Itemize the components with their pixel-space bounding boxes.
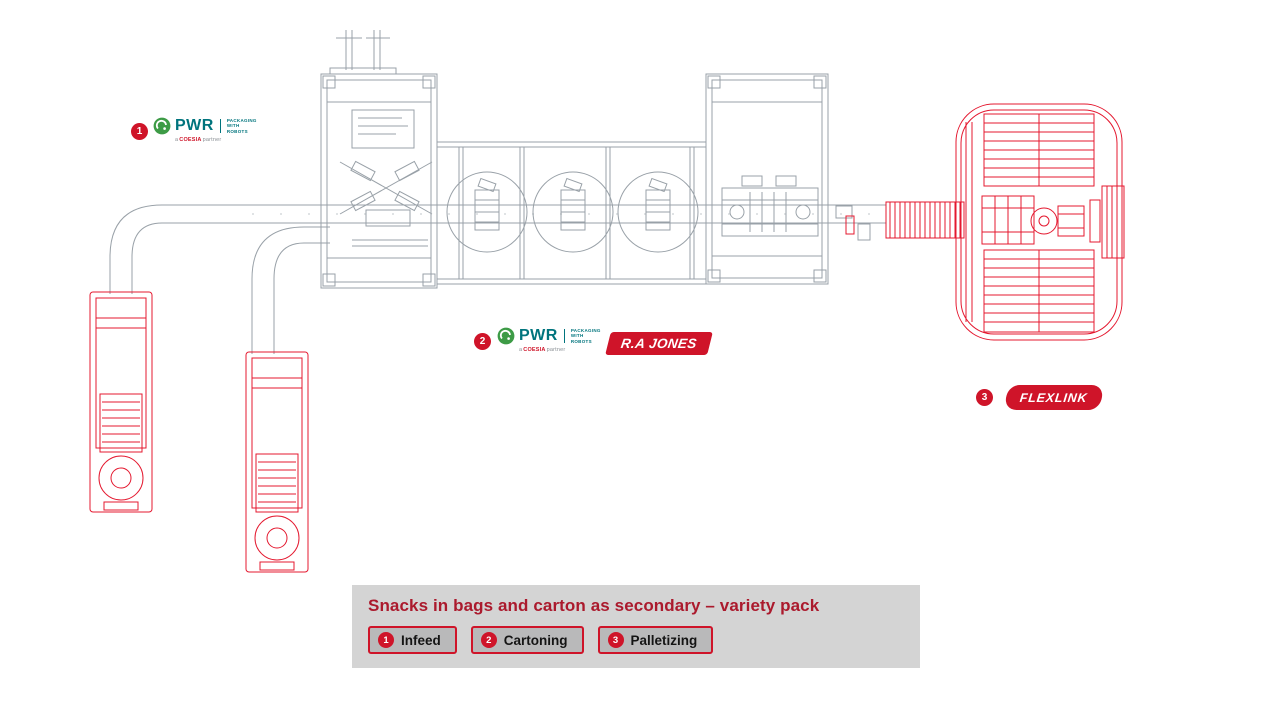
legend-item-infeed[interactable]: 1 Infeed — [368, 626, 457, 654]
step-number-badge: 2 — [480, 632, 497, 648]
coesia-partner-line: aCOESIApartner — [519, 347, 566, 353]
pwr-wordmark: PWR — [175, 117, 214, 134]
step-marker-3: 3 — [976, 389, 993, 406]
legend-item-cartoning[interactable]: 2 Cartoning — [470, 626, 584, 654]
pwr-logo: PWR PACKAGING WITH ROBOTS aCOESIApartner — [153, 117, 257, 143]
legend-title: Snacks in bags and carton as secondary –… — [368, 596, 820, 615]
ra-jones-logo: R.A JONES — [605, 332, 713, 355]
pwr-leaf-icon — [153, 117, 171, 135]
pwr-logo: PWR PACKAGING WITH ROBOTS aCOESIApartner — [497, 327, 601, 353]
pwr-divider — [563, 329, 565, 343]
legend-item-label: Cartoning — [503, 632, 568, 648]
cartoner-line-drawing — [109, 30, 886, 354]
step-marker-1: 1 — [131, 123, 148, 140]
legend-item-palletizing[interactable]: 3 Palletizing — [597, 626, 714, 654]
coesia-partner-line: aCOESIApartner — [175, 137, 222, 143]
legend-item-label: Infeed — [401, 632, 441, 648]
legend-items: 1 Infeed 2 Cartoning 3 Palletizing — [368, 626, 904, 654]
infeed-machine-1-drawing — [89, 291, 153, 513]
pwr-divider — [219, 119, 221, 133]
flexlink-logo: FLEXLINK — [1002, 385, 1106, 410]
pwr-wordmark: PWR — [519, 327, 558, 344]
pwr-tagline: PACKAGING WITH ROBOTS — [570, 327, 601, 344]
step-marker-2: 2 — [474, 333, 491, 350]
pwr-leaf-icon — [497, 327, 515, 345]
step-number-badge: 1 — [378, 632, 394, 648]
infeed-machine-2-drawing — [245, 351, 309, 573]
step-number-badge: 3 — [607, 632, 624, 648]
legend-item-label: Palletizing — [630, 632, 698, 648]
palletizer-drawing — [955, 103, 1125, 341]
legend-panel: Snacks in bags and carton as secondary –… — [352, 585, 920, 668]
pwr-tagline: PACKAGING WITH ROBOTS — [226, 117, 257, 134]
red-machines-line-drawing — [89, 103, 1125, 573]
